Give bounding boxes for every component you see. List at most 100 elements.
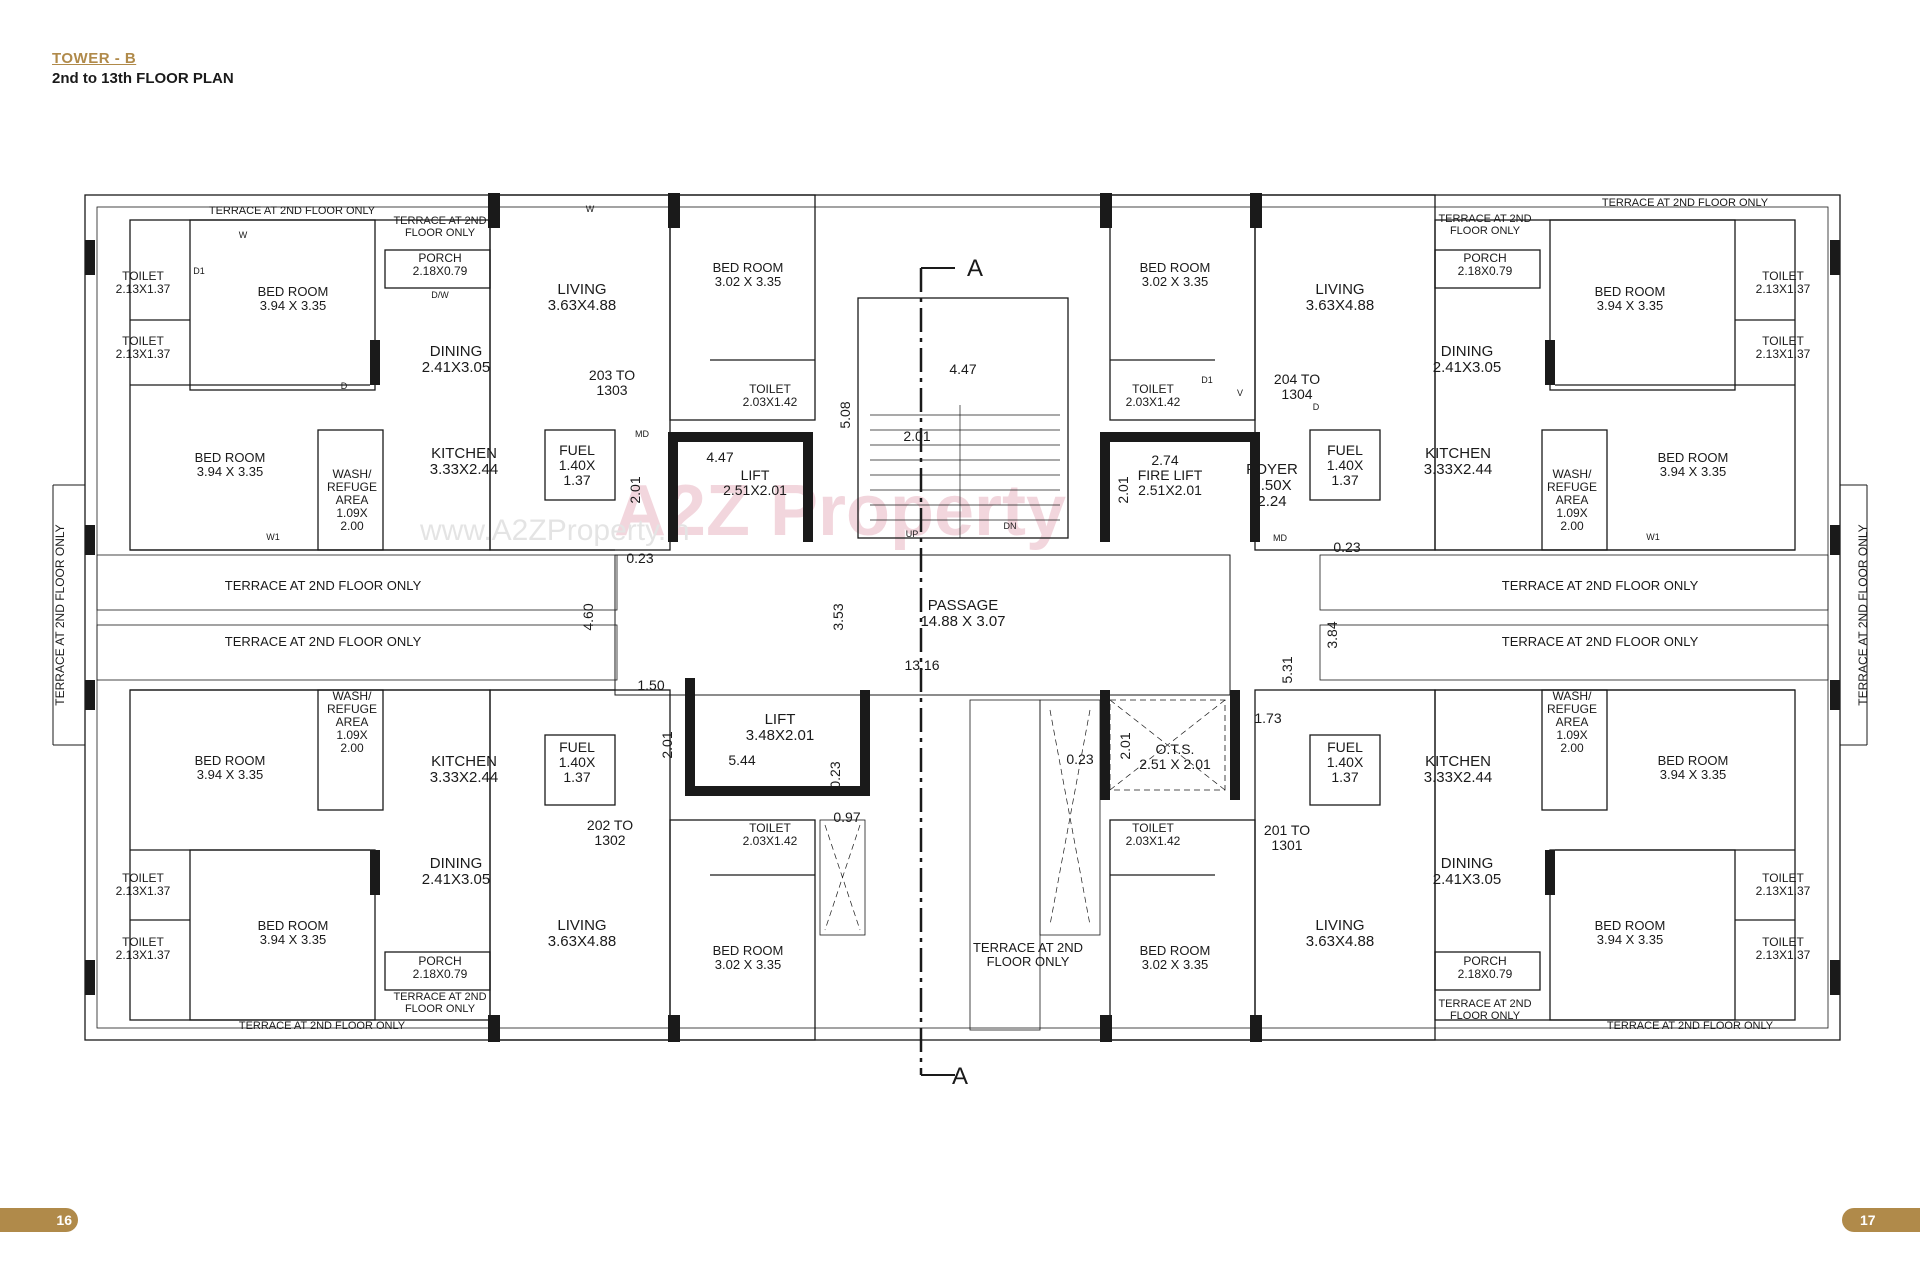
room-label-line: 2.13X1.37	[116, 282, 171, 296]
dimension-d-384: 3.84	[1324, 621, 1340, 648]
room-label-line: TERRACE AT 2ND FLOOR ONLY	[1502, 578, 1699, 593]
section-label-top: A	[967, 255, 983, 282]
room-label-line: 14.88 X 3.07	[920, 613, 1005, 630]
room-label-line: 1.09X	[1556, 506, 1587, 520]
room-label-line: 1301	[1271, 837, 1302, 853]
room-label-line: 3.02 X 3.35	[715, 957, 782, 972]
room-label-line: 2.18X0.79	[1458, 264, 1513, 278]
mark-m11: D	[1313, 402, 1320, 412]
room-label-line: TOILET	[122, 334, 164, 348]
page-number-right: 17	[1842, 1208, 1920, 1232]
section-label-bottom: A	[952, 1063, 968, 1090]
room-label-line: 2.13X1.37	[1756, 884, 1811, 898]
section-line: A A	[919, 255, 983, 1090]
room-label-line: FLOOR ONLY	[405, 227, 476, 239]
dimension-d-201-stair: 2.01	[903, 428, 930, 444]
room-label-line: BED ROOM	[195, 753, 266, 768]
room-label-line: 2.41X3.05	[422, 359, 490, 376]
room-label-line: REFUGE	[1547, 702, 1597, 716]
room-label-line: TOILET	[749, 821, 791, 835]
room-label-line: LIFT	[741, 467, 770, 483]
room-label-line: 1.09X	[1556, 728, 1587, 742]
room-label-line: 3.94 X 3.35	[1597, 932, 1664, 947]
room-label-line: 2.13X1.37	[116, 948, 171, 962]
terrace-mid-left-lower	[96, 624, 618, 681]
room-label-line: TOILET	[1762, 935, 1804, 949]
dimension-d-447-lift: 4.47	[706, 449, 733, 465]
room-label-line: 2.41X3.05	[422, 871, 490, 888]
room-label-line: BED ROOM	[713, 260, 784, 275]
room-label-line: BED ROOM	[258, 284, 329, 299]
room-label-line: 1.50X	[1252, 477, 1291, 494]
room-label-line: TOILET	[122, 871, 164, 885]
room-label-line: LIVING	[557, 281, 606, 298]
dimension-d-274: 2.74	[1151, 452, 1178, 468]
room-label-line: TOILET	[749, 382, 791, 396]
room-label-line: FLOOR ONLY	[987, 954, 1070, 969]
room-label-line: LIFT	[765, 711, 796, 728]
dimension-d-447-top: 4.47	[949, 361, 976, 377]
room-label-line: PORCH	[1463, 954, 1506, 968]
room-label-line: REFUGE	[327, 480, 377, 494]
room-label-line: 1.40X	[1327, 457, 1364, 473]
room-label-line: WASH/	[1553, 689, 1593, 703]
room-label-line: REFUGE	[1547, 480, 1597, 494]
room-label-line: 3.94 X 3.35	[197, 767, 264, 782]
dimension-d-023-shaft: 0.23	[1066, 751, 1093, 767]
room-label-line: 1.37	[1331, 769, 1358, 785]
room-label-line: FUEL	[559, 442, 595, 458]
mark-m7: MD	[635, 429, 649, 439]
room-label-line: 2.13X1.37	[1756, 282, 1811, 296]
room-label-line: TERRACE AT 2ND FLOOR ONLY	[1602, 197, 1769, 209]
dimension-d-173: 1.73	[1254, 710, 1281, 726]
room-label-line: BED ROOM	[195, 450, 266, 465]
right-side-terrace-label: TERRACE AT 2ND FLOOR ONLY	[1856, 524, 1870, 705]
room-label-line: 204 TO	[1274, 371, 1320, 387]
dimension-d-201-firelift: 2.01	[1115, 476, 1131, 503]
room-label-line: 2.18X0.79	[413, 264, 468, 278]
room-label-line: FLOOR ONLY	[1450, 225, 1521, 237]
room-label-line: TOILET	[1762, 871, 1804, 885]
room-label-line: BED ROOM	[1140, 260, 1211, 275]
room-label-line: 3.63X4.88	[1306, 297, 1374, 314]
room-label-line: FUEL	[1327, 442, 1363, 458]
room-label-line: AREA	[1556, 493, 1589, 507]
room-label-line: 1302	[594, 832, 625, 848]
room-label-line: TERRACE AT 2ND	[393, 991, 486, 1003]
room-label-line: 1.40X	[559, 754, 596, 770]
room-label-line: BED ROOM	[258, 918, 329, 933]
room-label-line: 2.13X1.37	[1756, 948, 1811, 962]
room-label-line: TERRACE AT 2ND FLOOR ONLY	[239, 1020, 406, 1032]
room-label-line: 2.18X0.79	[413, 967, 468, 981]
dimension-d-460: 4.60	[580, 603, 596, 630]
room-label-line: AREA	[1556, 715, 1589, 729]
room-label-line: PORCH	[1463, 251, 1506, 265]
room-label-line: AREA	[336, 493, 369, 507]
room-label-tr-terrace-top: TERRACE AT 2ND FLOOR ONLY	[1602, 197, 1769, 209]
room-label-line: 1.37	[1331, 472, 1358, 488]
room-label-line: 2.03X1.42	[1126, 834, 1181, 848]
room-label-line: LIVING	[1315, 281, 1364, 298]
room-label-line: AREA	[336, 715, 369, 729]
